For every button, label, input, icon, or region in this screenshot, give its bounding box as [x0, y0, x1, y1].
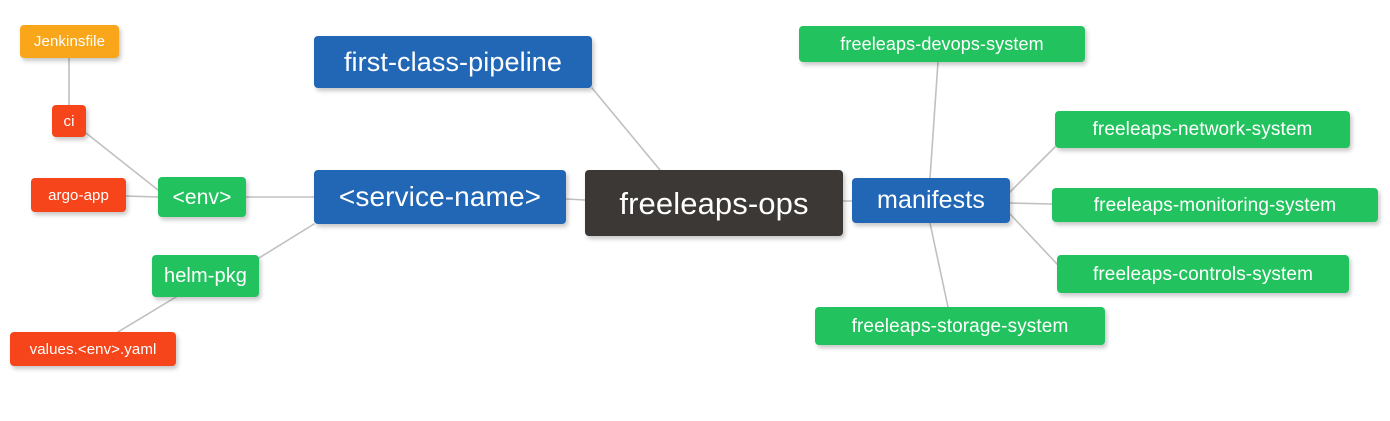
node-jenkinsfile[interactable]: Jenkinsfile: [20, 25, 119, 58]
edge-manifests-to-controls: [1009, 213, 1058, 265]
node-devops[interactable]: freeleaps-devops-system: [799, 26, 1085, 62]
node-root[interactable]: freeleaps-ops: [585, 170, 843, 236]
node-ci[interactable]: ci: [52, 105, 86, 137]
edge-argo-app-to-env: [125, 195, 159, 198]
edge-manifests-to-devops: [929, 61, 939, 179]
node-manifests[interactable]: manifests: [852, 178, 1010, 223]
node-values-yaml[interactable]: values.<env>.yaml: [10, 332, 176, 366]
node-service-name[interactable]: <service-name>: [314, 170, 566, 224]
node-controls[interactable]: freeleaps-controls-system: [1057, 255, 1349, 293]
node-env[interactable]: <env>: [158, 177, 246, 217]
edge-values-yaml-to-helm-pkg: [117, 296, 177, 333]
edge-manifests-to-storage: [929, 222, 949, 308]
node-storage[interactable]: freeleaps-storage-system: [815, 307, 1105, 345]
edge-helm-pkg-to-service-name: [258, 223, 315, 259]
node-network[interactable]: freeleaps-network-system: [1055, 111, 1350, 148]
edge-pipeline-to-root: [591, 87, 661, 171]
edge-manifests-to-monitoring: [1009, 202, 1053, 205]
edge-ci-to-env: [85, 132, 159, 191]
node-helm-pkg[interactable]: helm-pkg: [152, 255, 259, 297]
edge-manifests-to-network: [1009, 146, 1056, 193]
edge-service-name-to-root: [565, 198, 586, 201]
node-pipeline[interactable]: first-class-pipeline: [314, 36, 592, 88]
node-monitoring[interactable]: freeleaps-monitoring-system: [1052, 188, 1378, 222]
node-argo-app[interactable]: argo-app: [31, 178, 126, 212]
